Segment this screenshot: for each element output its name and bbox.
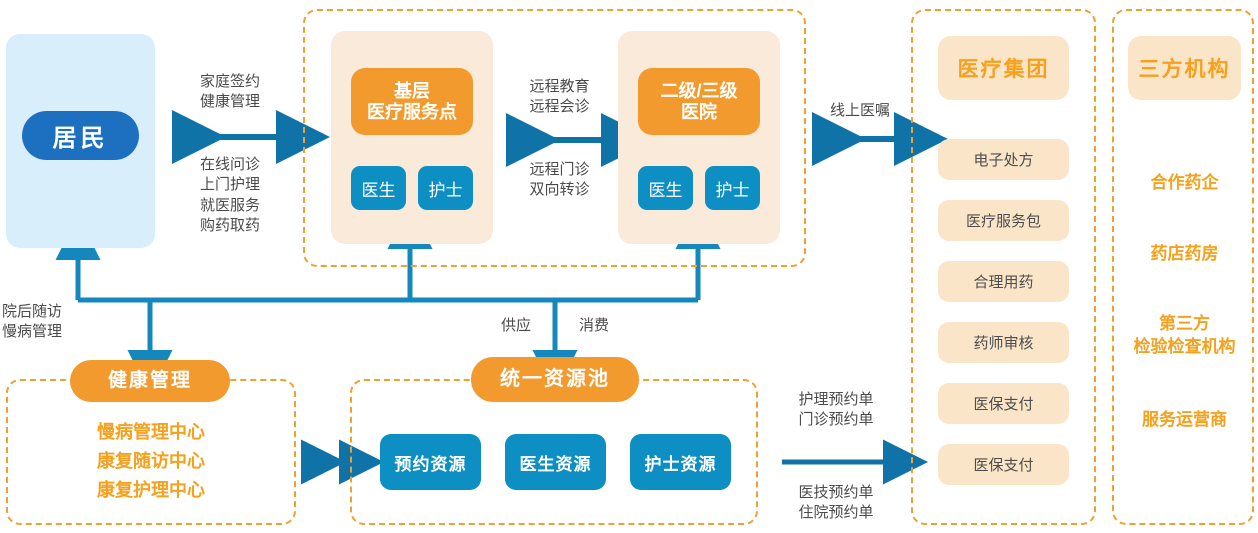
hospital-role-nurse[interactable]: 护士 — [705, 166, 760, 210]
medical-group-item-3[interactable]: 药师审核 — [938, 322, 1069, 363]
label-supply: 供应 — [500, 317, 531, 334]
third-party-item-3[interactable]: 服务运营商 — [1142, 410, 1227, 429]
primary-clinic-card — [331, 31, 493, 244]
label-clinics-top: 远程教育 远程会诊 — [529, 78, 590, 116]
medical-group-item-1[interactable]: 医疗服务包 — [938, 200, 1069, 241]
medical-group-panel — [911, 9, 1096, 525]
third-party-item-0[interactable]: 合作药企 — [1150, 173, 1219, 192]
third-party-item-1[interactable]: 药店药房 — [1150, 244, 1219, 263]
label-online-orders: 线上医嘱 — [829, 102, 890, 119]
medical-group-item-2[interactable]: 合理用药 — [938, 261, 1069, 302]
medical-service-zone — [303, 9, 806, 267]
resource-pool-item-2[interactable]: 护士资源 — [630, 434, 731, 490]
resource-pool-item-0[interactable]: 预约资源 — [380, 434, 481, 490]
third-party-panel — [1112, 9, 1254, 525]
medical-group-item-0[interactable]: 电子处方 — [938, 139, 1069, 180]
primary-clinic-role-doctor[interactable]: 医生 — [351, 166, 406, 210]
residents-pill[interactable]: 居民 — [22, 111, 139, 160]
hospital-card — [618, 31, 780, 244]
resource-pool-item-1[interactable]: 医生资源 — [505, 434, 606, 490]
health-management-item-2[interactable]: 康复护理中心 — [97, 480, 205, 500]
medical-group-item-4[interactable]: 医保支付 — [938, 383, 1069, 424]
primary-clinic-role-nurse[interactable]: 护士 — [418, 166, 473, 210]
hospital-role-doctor[interactable]: 医生 — [638, 166, 693, 210]
label-residents-bottom: 在线问诊 上门护理 就医服务 购药取药 — [199, 156, 260, 234]
health-management-item-0[interactable]: 慢病管理中心 — [97, 422, 205, 442]
label-consume: 消费 — [578, 317, 609, 334]
third-party-title: 三方机构 — [1128, 36, 1241, 100]
medical-group-title: 医疗集团 — [938, 36, 1069, 100]
health-management-title[interactable]: 健康管理 — [70, 360, 230, 402]
label-clinics-bottom: 远程门诊 双向转诊 — [529, 161, 590, 199]
third-party-item-2[interactable]: 第三方 检验检查机构 — [1133, 314, 1236, 356]
hospital-title[interactable]: 二级/三级 医院 — [638, 68, 760, 135]
health-management-item-1[interactable]: 康复随访中心 — [97, 451, 205, 471]
label-residents-top: 家庭签约 健康管理 — [199, 73, 260, 111]
primary-clinic-title[interactable]: 基层 医疗服务点 — [351, 68, 473, 135]
label-orders-top: 护理预约单 门诊预约单 — [798, 391, 874, 429]
label-orders-bottom: 医技预约单 住院预约单 — [798, 484, 874, 522]
medical-group-item-5[interactable]: 医保支付 — [938, 444, 1069, 485]
label-post-discharge: 院后随访 慢病管理 — [2, 303, 63, 341]
resource-pool-title[interactable]: 统一资源池 — [471, 357, 639, 402]
